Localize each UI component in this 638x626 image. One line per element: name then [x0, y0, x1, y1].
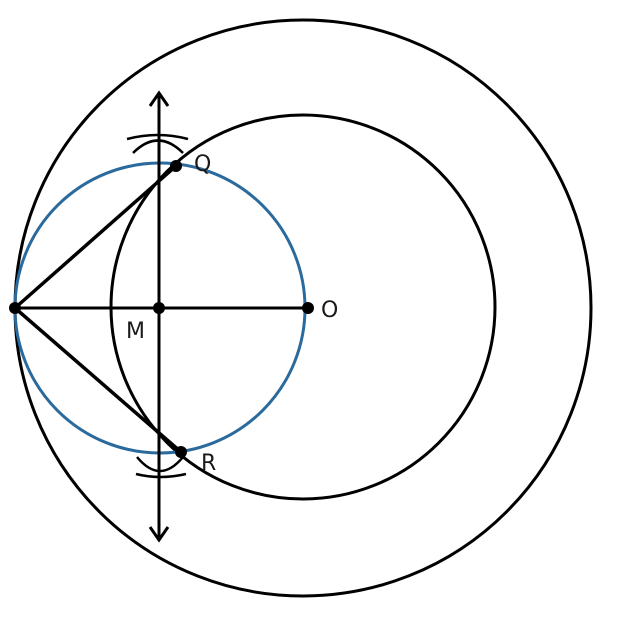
- arrow-up-icon: [148, 90, 170, 107]
- point-Q: [170, 160, 182, 172]
- construction-arc-bottom-1: [135, 472, 187, 479]
- label-O: O: [321, 298, 338, 323]
- arrow-down-icon: [148, 526, 170, 543]
- point-R: [175, 446, 187, 458]
- tangent-PR: [13, 306, 183, 454]
- point-O: [302, 302, 314, 314]
- point-M: [153, 302, 165, 314]
- construction-arc-bottom-2: [136, 456, 184, 473]
- label-M: M: [126, 319, 145, 344]
- tangent-PQ: [13, 164, 178, 310]
- point-P: [9, 302, 21, 314]
- label-R: R: [201, 451, 216, 476]
- construction-arc-top-1: [126, 133, 189, 141]
- construction-arc-top-2: [132, 139, 184, 154]
- label-Q: Q: [194, 152, 211, 177]
